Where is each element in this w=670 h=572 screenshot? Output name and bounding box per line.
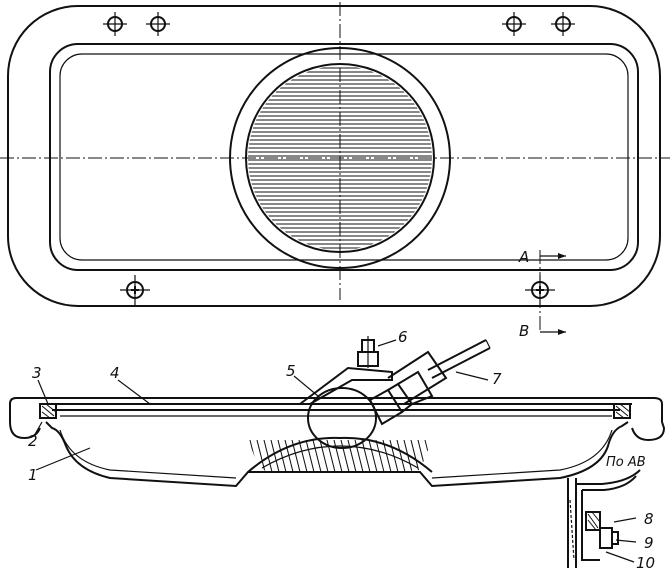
inner-frame-outline xyxy=(49,43,639,271)
callout-2: 2 xyxy=(28,432,38,450)
callout-8: 8 xyxy=(644,510,654,528)
detail-view-ab: По АВ 8 9 10 xyxy=(567,455,655,572)
bottom-lens-hatch-line xyxy=(270,439,280,473)
bottom-lens-hatch-line xyxy=(256,439,266,473)
callout-7: 7 xyxy=(492,370,502,388)
mounting-hole xyxy=(502,12,526,36)
detail-title: По АВ xyxy=(606,455,646,470)
bottom-lens-hatch-line xyxy=(382,439,392,473)
section-label-b: B xyxy=(519,322,529,340)
bottom-lens-hatch-line xyxy=(284,439,294,473)
mounting-holes xyxy=(103,12,575,36)
mounting-hole xyxy=(103,12,127,36)
section-line-ab: A B xyxy=(518,248,566,340)
gasket-right xyxy=(613,403,631,419)
bottom-lens-hatch-line xyxy=(277,439,287,473)
bottom-lens-hatch-line xyxy=(389,439,399,473)
bottom-lens-hatch-line xyxy=(410,439,420,473)
mounting-hole xyxy=(551,12,575,36)
callout-1: 1 xyxy=(28,466,38,484)
callout-4: 4 xyxy=(110,364,120,382)
bottom-lens-hatch-line xyxy=(291,439,301,473)
outer-flange xyxy=(9,397,666,442)
nut-6 xyxy=(357,336,379,368)
outer-housing-outline xyxy=(7,5,661,307)
inner-frame-outline-2 xyxy=(59,53,629,261)
bottom-lens-hatch-line xyxy=(403,439,413,473)
bottom-lens-hatch-line xyxy=(312,439,322,473)
callout-9: 9 xyxy=(644,534,654,552)
bottom-lens-hatch-line xyxy=(333,439,343,473)
bottom-lens-hatch-line xyxy=(340,439,350,473)
callout-3: 3 xyxy=(32,364,42,382)
section-label-a: A xyxy=(518,248,529,266)
screw-left xyxy=(120,275,150,305)
bottom-lens-hatch-line xyxy=(361,439,371,473)
leader-lines xyxy=(33,339,489,471)
bulb-5 xyxy=(307,370,434,449)
bottom-lens-hatch-line xyxy=(375,439,385,473)
bottom-lens-hatch-line xyxy=(368,439,378,473)
top-view: A B xyxy=(0,2,670,340)
section-view: 1 2 3 4 5 6 7 xyxy=(9,328,666,488)
callout-5: 5 xyxy=(286,362,296,380)
callout-6: 6 xyxy=(398,328,408,346)
bottom-lens-hatch-line xyxy=(305,439,315,473)
bottom-lens-hatching xyxy=(249,439,432,473)
reflector-bowl xyxy=(45,421,629,488)
bottom-lens-hatch-line xyxy=(319,439,329,473)
callout-10: 10 xyxy=(636,554,655,572)
bottom-lens-hatch-line xyxy=(347,439,357,473)
bottom-lens-hatch-line xyxy=(298,439,308,473)
bottom-lens-hatch-line xyxy=(263,439,273,473)
mounting-hole xyxy=(146,12,170,36)
socket-7 xyxy=(387,339,491,405)
bottom-lens-hatch-line xyxy=(396,439,406,473)
